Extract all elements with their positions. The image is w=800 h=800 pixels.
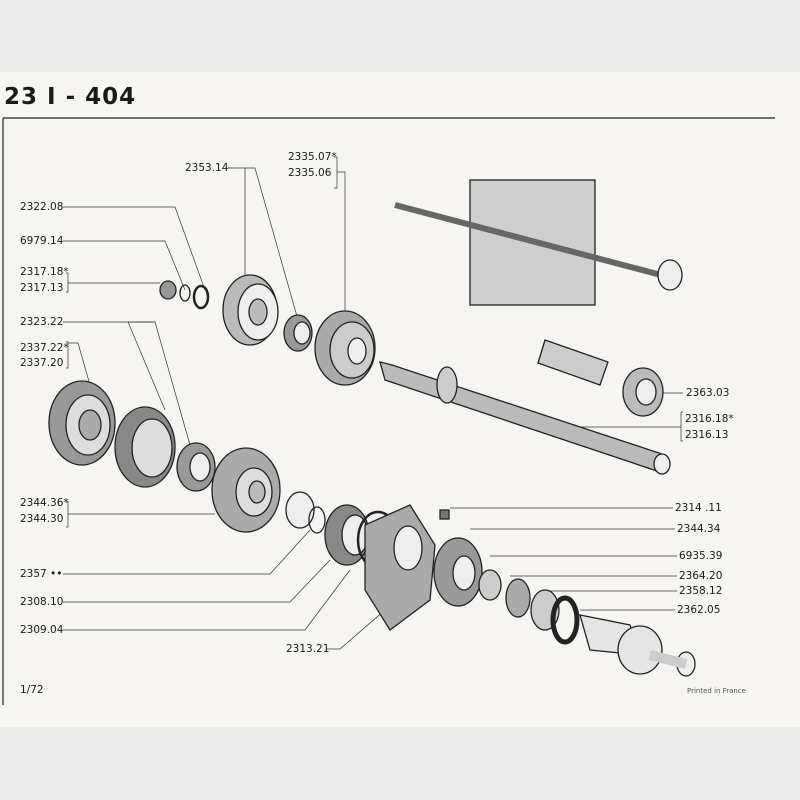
part-label-2322-08: 2322.08 (20, 201, 64, 213)
part-label-2313-21: 2313.21 (286, 643, 330, 655)
part-label-2335-06: 2335.06 (288, 167, 332, 179)
part-label-2358-12: 2358.12 (679, 585, 723, 597)
part-label-2364-20: 2364.20 (679, 570, 723, 582)
part-label-6935-39: 6935.39 (679, 550, 723, 562)
part-label-2363-03: 2363.03 (686, 387, 730, 399)
part-label-2344-36: 2344.36* (20, 497, 69, 509)
part-label-2344-34: 2344.34 (677, 523, 721, 535)
part-label-2317-13: 2317.13 (20, 282, 64, 294)
part-label-2353-14: 2353.14 (185, 162, 229, 174)
part-label-2335-07: 2335.07* (288, 151, 337, 163)
part-label-2337-22: 2337.22* (20, 342, 69, 354)
part-label-2317-18: 2317.18* (20, 266, 69, 278)
leader-lines (63, 156, 683, 650)
page-title: 23 I - 404 (4, 84, 137, 110)
part-label-2316-18: 2316.18* (685, 413, 734, 425)
parts (48, 179, 696, 677)
part-label-2316-13: 2316.13 (685, 429, 729, 441)
page-number: 1/72 (20, 684, 44, 696)
part-label-2309-04: 2309.04 (20, 624, 64, 636)
page-frame (2, 117, 775, 705)
part-label-2308-10: 2308.10 (20, 596, 64, 608)
part-label-6979-14: 6979.14 (20, 235, 64, 247)
part-label-2344-30: 2344.30 (20, 513, 64, 525)
part-label-2357: 2357 •• (20, 568, 63, 580)
part-label-2362-05: 2362.05 (677, 604, 721, 616)
part-label-2337-20: 2337.20 (20, 357, 64, 369)
part-label-2314-11: 2314 .11 (675, 502, 722, 514)
part-label-2323-22: 2323.22 (20, 316, 64, 328)
printed-in-france: Printed in France (687, 687, 746, 695)
